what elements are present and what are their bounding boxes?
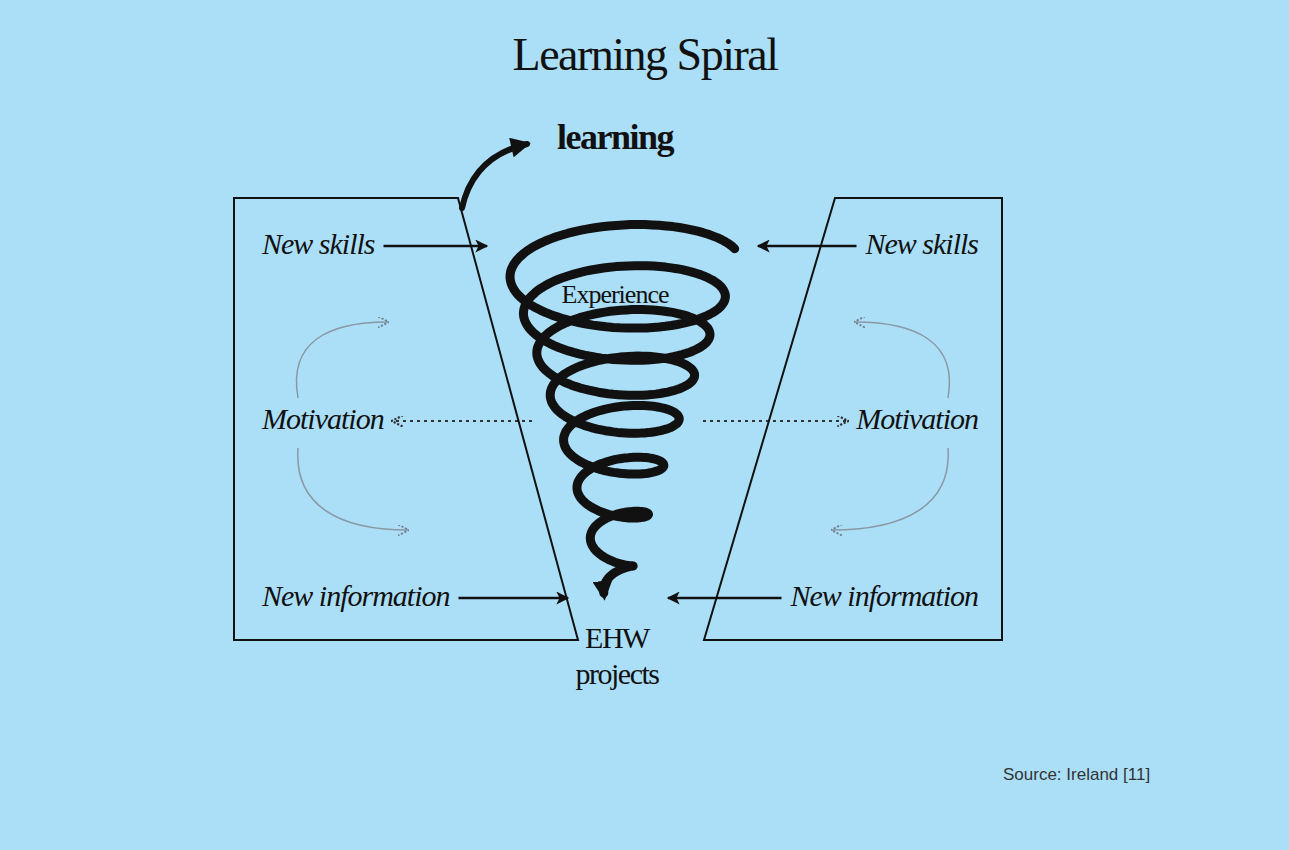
spiral-line bbox=[510, 225, 735, 593]
panel-label: Motivation bbox=[856, 402, 978, 436]
panel-trapezoid: New skillsMotivationNew information bbox=[703, 197, 1003, 642]
diagram-title: Learning Spiral bbox=[513, 28, 778, 82]
flow-arrow bbox=[758, 245, 857, 248]
flow-arrow bbox=[459, 597, 569, 600]
flow-arrow bbox=[668, 597, 782, 600]
cycle-arc bbox=[832, 448, 948, 530]
spiral-outline bbox=[490, 215, 750, 600]
trapezoid-line bbox=[704, 198, 1002, 640]
trapezoid-line bbox=[234, 198, 578, 640]
spiral-label: Experience bbox=[562, 280, 669, 310]
flow-label: learning bbox=[557, 116, 673, 158]
panel-label: Motivation bbox=[262, 402, 384, 436]
experience-spiral: Experience bbox=[490, 215, 750, 600]
dotted-arrow bbox=[393, 420, 532, 422]
dotted-arrow bbox=[703, 420, 847, 422]
cycle-arc bbox=[298, 448, 408, 530]
source-note: Source: Ireland [11] bbox=[1003, 764, 1150, 786]
panel-label: New skills bbox=[262, 227, 375, 261]
panel-label: New information bbox=[262, 579, 450, 613]
panel-label: New skills bbox=[865, 227, 978, 261]
cycle-arc bbox=[855, 322, 949, 398]
learning-arrow bbox=[462, 144, 527, 208]
panel-trapezoid: New skillsMotivationNew information bbox=[233, 197, 580, 642]
cycle-arc bbox=[296, 322, 388, 398]
panel-label: New information bbox=[790, 579, 978, 613]
outcome-label: EHW projects bbox=[552, 620, 682, 692]
